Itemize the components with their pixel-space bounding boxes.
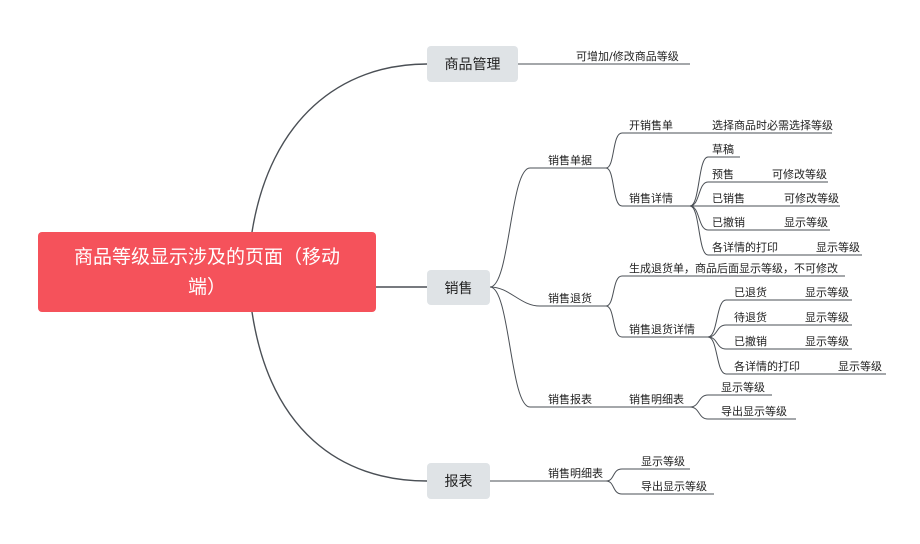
- detail-item-label[interactable]: 预售: [712, 168, 734, 181]
- root-title: 商品等级显示涉及的页面（移动端）: [73, 246, 340, 298]
- goods-note[interactable]: 可增加/修改商品等级: [576, 50, 679, 63]
- root-to-report-line: [251, 311, 428, 482]
- topic-sales-report-detail[interactable]: 销售明细表: [629, 393, 684, 406]
- detail-item-note[interactable]: 可修改等级: [772, 168, 827, 181]
- detail-item-label[interactable]: 草稿: [712, 143, 734, 156]
- return-item-note[interactable]: 显示等级: [838, 360, 882, 373]
- return-item-label[interactable]: 已退货: [734, 286, 767, 299]
- detail-item-note[interactable]: 可修改等级: [784, 192, 839, 205]
- branch-goods-management[interactable]: 商品管理: [427, 46, 518, 82]
- root-to-goods-line: [251, 63, 428, 233]
- return-item-label[interactable]: 待退货: [734, 311, 767, 324]
- topic-sales-return-detail[interactable]: 销售退货详情: [629, 323, 695, 336]
- detail-item-label[interactable]: 已销售: [712, 192, 745, 205]
- topic-sales-detail[interactable]: 销售详情: [629, 192, 673, 205]
- report-detail-item[interactable]: 显示等级: [721, 381, 765, 394]
- topic-sales-return[interactable]: 销售退货: [548, 292, 592, 305]
- detail-item-note[interactable]: 显示等级: [816, 241, 860, 254]
- topic-sales-order[interactable]: 销售单据: [548, 154, 592, 167]
- return-item-label[interactable]: 各详情的打印: [734, 360, 800, 373]
- detail-item-note[interactable]: 显示等级: [784, 216, 828, 229]
- branch-goods-label: 商品管理: [444, 57, 501, 73]
- return-item-note[interactable]: 显示等级: [805, 286, 849, 299]
- note-generate-return[interactable]: 生成退货单，商品后面显示等级，不可修改: [629, 262, 838, 275]
- note-open-sales-order[interactable]: 选择商品时必需选择等级: [712, 119, 833, 132]
- report-sales-detail-item[interactable]: 显示等级: [641, 455, 685, 468]
- root-topic[interactable]: 商品等级显示涉及的页面（移动端）: [38, 232, 376, 312]
- branch-sales-label: 销售: [444, 280, 473, 297]
- branch-report[interactable]: 报表: [427, 463, 490, 499]
- detail-item-label[interactable]: 已撤销: [712, 216, 745, 229]
- return-item-label[interactable]: 已撤销: [734, 335, 767, 348]
- return-item-note[interactable]: 显示等级: [805, 311, 849, 324]
- branch-report-label: 报表: [444, 474, 473, 490]
- topic-report-sales-detail[interactable]: 销售明细表: [548, 467, 603, 480]
- report-sales-detail-item[interactable]: 导出显示等级: [641, 480, 707, 493]
- topic-open-sales-order[interactable]: 开销售单: [629, 119, 673, 132]
- detail-item-label[interactable]: 各详情的打印: [712, 241, 778, 254]
- return-item-note[interactable]: 显示等级: [805, 335, 849, 348]
- branch-sales[interactable]: 销售: [427, 270, 490, 305]
- report-detail-item[interactable]: 导出显示等级: [721, 405, 787, 418]
- topic-sales-report[interactable]: 销售报表: [548, 393, 592, 406]
